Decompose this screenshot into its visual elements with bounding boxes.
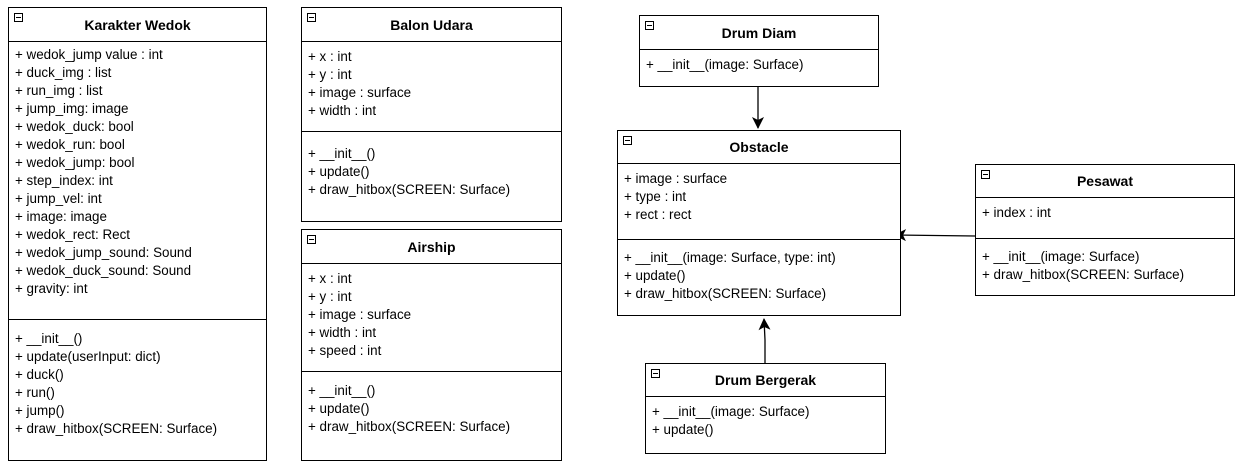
attribute: + gravity: int <box>15 281 88 296</box>
attribute: + x : int <box>308 49 352 64</box>
method: + __init__() <box>308 146 376 161</box>
attribute: + wedok_jump: bool <box>15 155 135 170</box>
attribute: + wedok_jump_sound: Sound <box>15 245 192 260</box>
class-balon-udara[interactable]: Balon Udara + x : int + y : int + image … <box>301 7 562 222</box>
class-drum-diam[interactable]: Drum Diam + __init__(image: Surface) <box>639 15 879 87</box>
attribute: + wedok_rect: Rect <box>15 227 130 242</box>
attribute: + wedok_jump value : int <box>15 47 163 62</box>
class-title: Drum Diam <box>721 24 797 41</box>
attribute: + x : int <box>308 271 352 286</box>
class-title: Karakter Wedok <box>84 16 191 33</box>
attribute: + image : surface <box>308 307 412 322</box>
collapse-icon[interactable] <box>14 13 23 22</box>
method: + update() <box>652 422 714 437</box>
attribute: + width : int <box>308 325 377 340</box>
class-header: Airship <box>302 230 561 264</box>
attribute: + type : int <box>624 189 687 204</box>
attributes-section: + image : surface + type : int + rect : … <box>618 164 900 240</box>
class-obstacle[interactable]: Obstacle + image : surface + type : int … <box>617 130 901 316</box>
methods-section: + __init__(image: Surface) + update() <box>646 397 885 445</box>
method: + draw_hitbox(SCREEN: Surface) <box>308 419 511 434</box>
attributes-section: + x : int + y : int + image : surface + … <box>302 42 561 132</box>
class-airship[interactable]: Airship + x : int + y : int + image : su… <box>301 229 562 461</box>
class-header: Balon Udara <box>302 8 561 42</box>
relation-pesawat-to-obstacle <box>894 229 976 242</box>
attributes-section: + x : int + y : int + image : surface + … <box>302 264 561 372</box>
method: + update() <box>308 164 370 179</box>
method: + __init__(image: Surface) <box>652 404 810 419</box>
attribute: + image: image <box>15 209 107 224</box>
methods-section: + __init__() + update(userInput: dict) +… <box>9 320 266 444</box>
method: + run() <box>15 385 55 400</box>
class-header: Drum Diam <box>640 16 878 50</box>
attribute: + wedok_duck: bool <box>15 119 134 134</box>
class-header: Pesawat <box>976 165 1234 198</box>
relation-drum-bergerak-to-obstacle <box>758 318 771 363</box>
class-karakter-wedok[interactable]: Karakter Wedok + wedok_jump value : int … <box>8 7 267 461</box>
attribute: + rect : rect <box>624 207 692 222</box>
method: + draw_hitbox(SCREEN: Surface) <box>308 182 511 197</box>
method: + draw_hitbox(SCREEN: Surface) <box>15 421 218 436</box>
class-title: Balon Udara <box>390 16 473 33</box>
collapse-icon[interactable] <box>645 21 654 30</box>
attribute: + index : int <box>982 205 1051 220</box>
attribute: + image : surface <box>308 85 412 100</box>
attribute: + duck_img : list <box>15 65 112 80</box>
class-title: Obstacle <box>729 139 789 155</box>
method: + update(userInput: dict) <box>15 349 161 364</box>
collapse-icon[interactable] <box>307 13 316 22</box>
methods-section: + __init__() + update() + draw_hitbox(SC… <box>302 132 561 205</box>
methods-section: + __init__(image: Surface) <box>640 50 878 80</box>
class-title: Pesawat <box>1076 173 1134 189</box>
method: + update() <box>308 401 370 416</box>
attribute: + speed : int <box>308 343 382 358</box>
method: + __init__(image: Surface, type: int) <box>624 250 836 265</box>
attribute: + run_img : list <box>15 83 103 98</box>
collapse-icon[interactable] <box>981 170 990 179</box>
attributes-section: + index : int <box>976 198 1234 239</box>
method: + jump() <box>15 403 65 418</box>
collapse-icon[interactable] <box>651 369 660 378</box>
method: + __init__(image: Surface) <box>982 249 1140 264</box>
class-header: Karakter Wedok <box>9 8 266 42</box>
attribute: + image : surface <box>624 171 728 186</box>
method: + __init__() <box>15 331 83 346</box>
attribute: + jump_vel: int <box>15 191 102 206</box>
attribute: + width : int <box>308 103 377 118</box>
method: + update() <box>624 268 686 283</box>
class-title: Airship <box>407 238 456 255</box>
class-pesawat[interactable]: Pesawat + index : int + __init__(image: … <box>975 164 1235 296</box>
class-title: Drum Bergerak <box>714 372 817 388</box>
class-header: Obstacle <box>618 131 900 164</box>
attribute: + y : int <box>308 67 352 82</box>
methods-section: + __init__() + update() + draw_hitbox(SC… <box>302 372 561 442</box>
methods-section: + __init__(image: Surface, type: int) + … <box>618 240 900 309</box>
methods-section: + __init__(image: Surface) + draw_hitbox… <box>976 239 1234 290</box>
attribute: + step_index: int <box>15 173 113 188</box>
class-header: Drum Bergerak <box>646 364 885 397</box>
collapse-icon[interactable] <box>307 235 316 244</box>
method: + __init__(image: Surface) <box>646 57 804 72</box>
method: + __init__() <box>308 383 376 398</box>
method: + draw_hitbox(SCREEN: Surface) <box>982 267 1185 282</box>
method: + draw_hitbox(SCREEN: Surface) <box>624 286 827 301</box>
attribute: + y : int <box>308 289 352 304</box>
attribute: + jump_img: image <box>15 101 129 116</box>
collapse-icon[interactable] <box>623 136 632 145</box>
attribute: + wedok_run: bool <box>15 137 125 152</box>
class-drum-bergerak[interactable]: Drum Bergerak + __init__(image: Surface)… <box>645 363 886 454</box>
attribute: + wedok_duck_sound: Sound <box>15 263 192 278</box>
attributes-section: + wedok_jump value : int + duck_img : li… <box>9 42 266 320</box>
method: + duck() <box>15 367 64 382</box>
